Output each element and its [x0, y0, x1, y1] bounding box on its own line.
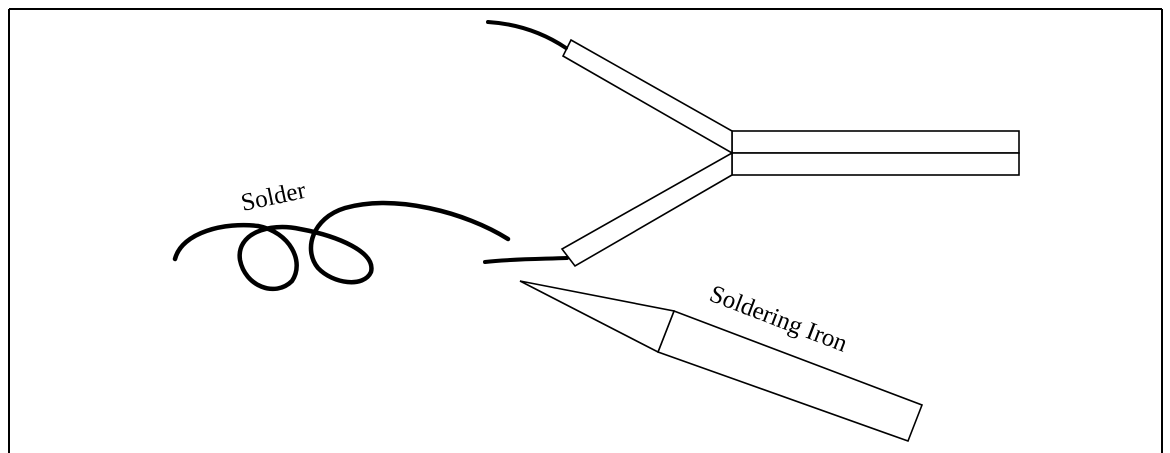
solder-label: Solder	[239, 177, 309, 217]
soldering-iron	[519, 280, 924, 443]
bare-wires	[483, 20, 569, 264]
lower-bare-wire	[483, 256, 569, 264]
upper-bare-wire	[486, 20, 568, 50]
iron-tip	[519, 280, 676, 354]
lower-wire-insulation	[560, 151, 733, 268]
twin-cable-lower	[731, 152, 1020, 176]
wire-assembly	[560, 38, 1020, 268]
solder-coil	[172, 200, 511, 292]
frame	[8, 8, 1163, 453]
twin-cable-upper	[731, 130, 1020, 154]
upper-wire-insulation	[561, 38, 733, 155]
